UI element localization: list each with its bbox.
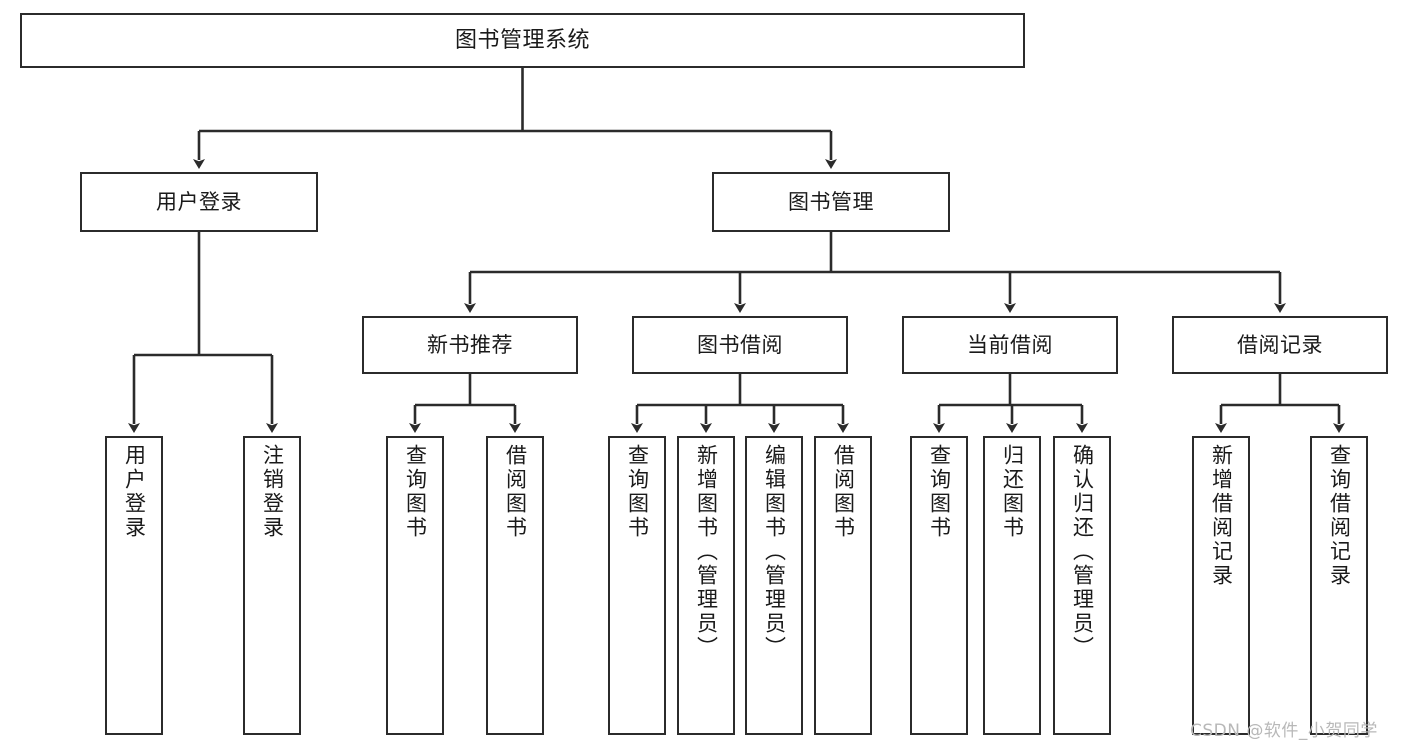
node-label: 图书管理 [788, 189, 874, 214]
node-leaf-query-book-2[interactable]: 查询图书 [608, 436, 666, 735]
node-label: 新增借阅记录 [1209, 444, 1234, 588]
node-leaf-user-logout[interactable]: 注销登录 [243, 436, 301, 735]
node-leaf-confirm-return[interactable]: 确认归还（管理员） [1053, 436, 1111, 735]
node-label: 新书推荐 [427, 332, 513, 357]
node-label: 用户登录 [156, 189, 242, 214]
node-label: 新增图书（管理员） [694, 444, 719, 660]
node-root[interactable]: 图书管理系统 [20, 13, 1025, 68]
node-leaf-edit-book[interactable]: 编辑图书（管理员） [745, 436, 803, 735]
node-book-borrow[interactable]: 图书借阅 [632, 316, 848, 374]
node-leaf-add-record[interactable]: 新增借阅记录 [1192, 436, 1250, 735]
node-label: 确认归还（管理员） [1070, 444, 1095, 660]
node-leaf-query-record[interactable]: 查询借阅记录 [1310, 436, 1368, 735]
node-label: 用户登录 [122, 444, 147, 540]
node-book-manage[interactable]: 图书管理 [712, 172, 950, 232]
node-leaf-add-book[interactable]: 新增图书（管理员） [677, 436, 735, 735]
node-label: 查询图书 [625, 444, 650, 540]
node-label: 查询借阅记录 [1327, 444, 1352, 588]
node-leaf-query-book-3[interactable]: 查询图书 [910, 436, 968, 735]
node-label: 当前借阅 [967, 332, 1053, 357]
node-label: 查询图书 [403, 444, 428, 540]
node-current-borrow[interactable]: 当前借阅 [902, 316, 1118, 374]
node-leaf-query-book-1[interactable]: 查询图书 [386, 436, 444, 735]
node-label: 注销登录 [260, 444, 285, 540]
csdn-watermark: CSDN @软件_小贺同学 [1190, 721, 1378, 741]
node-label: 图书管理系统 [454, 27, 590, 53]
node-new-book-rec[interactable]: 新书推荐 [362, 316, 578, 374]
node-label: 借阅图书 [503, 444, 528, 540]
node-label: 图书借阅 [697, 332, 783, 357]
node-leaf-return-book[interactable]: 归还图书 [983, 436, 1041, 735]
node-label: 归还图书 [1000, 444, 1025, 540]
node-label: 编辑图书（管理员） [762, 444, 787, 660]
node-label: 借阅记录 [1237, 332, 1323, 357]
node-borrow-record[interactable]: 借阅记录 [1172, 316, 1388, 374]
node-label: 借阅图书 [831, 444, 856, 540]
node-leaf-borrow-book-1[interactable]: 借阅图书 [486, 436, 544, 735]
node-leaf-user-login[interactable]: 用户登录 [105, 436, 163, 735]
node-leaf-borrow-book-2[interactable]: 借阅图书 [814, 436, 872, 735]
node-label: 查询图书 [927, 444, 952, 540]
node-user-login[interactable]: 用户登录 [80, 172, 318, 232]
